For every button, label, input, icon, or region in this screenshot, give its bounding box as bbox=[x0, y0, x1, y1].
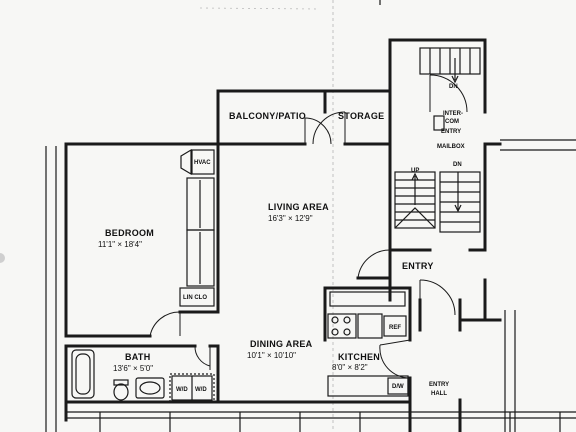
stair-entry-label: ENTRY bbox=[441, 129, 461, 135]
living-size: 16'3" × 12'9" bbox=[268, 214, 313, 223]
stair-dn-mid: DN bbox=[453, 162, 462, 168]
intercom-label-1: INTER- bbox=[443, 111, 463, 117]
scan-artifacts bbox=[0, 0, 381, 432]
kitchen-fixtures bbox=[327, 291, 409, 397]
washer-dryer-label-2: W/D bbox=[195, 387, 207, 393]
balcony-label: BALCONY/PATIO bbox=[229, 111, 306, 121]
fixture-labels: HVAC LIN CLO W/D W/D REF D/W bbox=[176, 160, 404, 393]
bedroom-closets bbox=[179, 148, 215, 307]
storage-label: STORAGE bbox=[338, 111, 384, 121]
lower-grid bbox=[45, 139, 576, 432]
dining-label: DINING AREA bbox=[250, 339, 313, 349]
entry-hall-label-2: HALL bbox=[431, 391, 447, 397]
bath-fixtures bbox=[71, 349, 215, 403]
bath-size: 13'6" × 5'0" bbox=[113, 364, 153, 373]
kitchen-label: KITCHEN bbox=[338, 352, 380, 362]
washer-dryer-label-1: W/D bbox=[176, 387, 188, 393]
entry-hall-label-1: ENTRY bbox=[429, 382, 449, 388]
bedroom-size: 11'1" × 18'4" bbox=[98, 240, 142, 249]
refrigerator-label: REF bbox=[389, 325, 401, 331]
bath-label: BATH bbox=[125, 352, 151, 362]
room-labels: BALCONY/PATIO STORAGE LIVING AREA 16'3" … bbox=[98, 111, 449, 397]
kitchen-size: 8'0" × 8'2" bbox=[332, 363, 368, 372]
doors bbox=[149, 74, 468, 379]
stair-labels: DN INTER- COM ENTRY MAILBOX UP DN bbox=[411, 84, 465, 174]
stair-dn-top: DN bbox=[449, 84, 458, 90]
stair-up-label: UP bbox=[411, 168, 419, 174]
linen-closet-label: LIN CLO bbox=[183, 295, 207, 301]
dining-size: 10'1" × 10'10" bbox=[247, 351, 296, 360]
intercom-label-2: COM bbox=[445, 119, 459, 125]
hvac-label: HVAC bbox=[194, 160, 211, 166]
living-label: LIVING AREA bbox=[268, 202, 329, 212]
bedroom-label: BEDROOM bbox=[105, 228, 154, 238]
mailbox-label: MAILBOX bbox=[437, 144, 465, 150]
walls bbox=[64, 38, 502, 432]
stairs bbox=[394, 47, 481, 233]
dishwasher-label: D/W bbox=[392, 384, 404, 390]
entry-label: ENTRY bbox=[402, 261, 434, 271]
